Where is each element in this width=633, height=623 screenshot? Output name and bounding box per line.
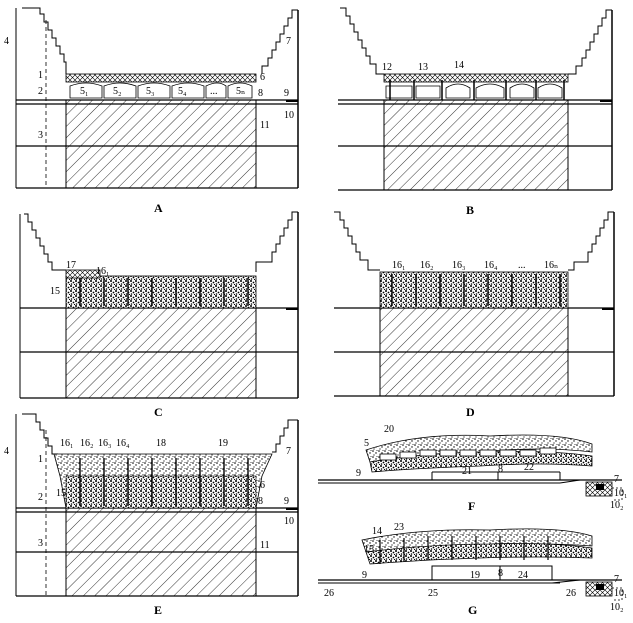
callout-e-4: 4 (4, 446, 9, 457)
panel-c: 17 16₁ 15 C (19, 211, 299, 419)
callout-f-10-1: 10₁ (614, 488, 628, 499)
callout-e-9: 9 (284, 496, 289, 507)
callout-2: 2 (38, 86, 43, 97)
callout-g-7: 7 (614, 574, 619, 585)
callout-g-24: 24 (518, 570, 528, 581)
panel-g-label: G (468, 603, 477, 617)
panel-g: 14 23 15 9 26 25 19 8 24 26 7 10₁ 10₂ G (318, 522, 628, 617)
callout-g-15: 15 (364, 544, 374, 555)
callout-5-n: 5ₙ (236, 86, 245, 97)
callout-e-2: 2 (38, 492, 43, 503)
panel-c-label: C (154, 405, 163, 419)
callout-4: 4 (4, 36, 9, 47)
callout-e-19: 19 (218, 438, 228, 449)
callout-e-7: 7 (286, 446, 291, 457)
callout-e-16-2: 16₂ (80, 438, 94, 449)
callout-e-10: 10 (284, 516, 294, 527)
callout-f-20: 20 (384, 424, 394, 435)
callout-11: 11 (260, 120, 270, 131)
callout-f-7: 7 (614, 474, 619, 485)
callout-d-16-n: 16ₙ (544, 260, 558, 271)
callout-g-26-right: 26 (566, 588, 576, 599)
callout-5-1: 5₁ (80, 86, 89, 97)
callout-17: 17 (66, 260, 76, 271)
callout-d-ellipsis: ... (518, 260, 526, 271)
callout-ellipsis: ... (210, 86, 218, 97)
callout-g-10-1: 10₁ (614, 588, 628, 599)
panel-a-label: A (154, 201, 163, 215)
callout-13: 13 (418, 62, 428, 73)
panel-a: 4 7 6 5₁ 5₂ 5₃ 5₄ ... 5ₙ 8 9 10 11 1 2 3… (4, 7, 299, 215)
panel-b: 12 13 14 B (338, 7, 613, 217)
callout-5-3: 5₃ (146, 86, 155, 97)
callout-g-19: 19 (470, 570, 480, 581)
panel-f-label: F (468, 499, 475, 513)
callout-e-18: 18 (156, 438, 166, 449)
callout-10: 10 (284, 110, 294, 121)
callout-e-15: 15 (56, 488, 66, 499)
callout-e-11: 11 (260, 540, 270, 551)
callout-15: 15 (50, 286, 60, 297)
callout-d-16-3: 16₃ (452, 260, 466, 271)
callout-g-14: 14 (372, 526, 382, 537)
callout-8: 8 (258, 88, 263, 99)
panel-e: 4 16₁ 16₂ 16₃ 16₄ 18 19 7 6 15 8 9 10 11… (4, 413, 299, 617)
callout-e-1: 1 (38, 454, 43, 465)
callout-3: 3 (38, 130, 43, 141)
callout-g-10-2: 10₂ (610, 602, 624, 613)
panel-f: 20 5 9 21 8 22 7 10₁ 10₂ F (318, 424, 628, 513)
callout-d-16-1: 16₁ (392, 260, 406, 271)
callout-g-25: 25 (428, 588, 438, 599)
callout-e-16-1: 16₁ (60, 438, 74, 449)
callout-d-16-2: 16₂ (420, 260, 434, 271)
callout-f-5: 5 (364, 438, 369, 449)
callout-f-8: 8 (498, 464, 503, 475)
callout-f-22: 22 (524, 462, 534, 473)
callout-6: 6 (260, 72, 265, 83)
panel-d-label: D (466, 405, 475, 419)
callout-7: 7 (286, 36, 291, 47)
panel-b-label: B (466, 203, 474, 217)
callout-e-8: 8 (258, 496, 263, 507)
callout-g-23: 23 (394, 522, 404, 533)
callout-g-26-left: 26 (324, 588, 334, 599)
callout-g-9: 9 (362, 570, 367, 581)
callout-e-16-3: 16₃ (98, 438, 112, 449)
callout-9: 9 (284, 88, 289, 99)
callout-f-10-2: 10₂ (610, 500, 624, 511)
callout-f-9: 9 (356, 468, 361, 479)
callout-e-16-4: 16₄ (116, 438, 130, 449)
callout-d-16-4: 16₄ (484, 260, 498, 271)
panel-d: 16₁ 16₂ 16₃ 16₄ ... 16ₙ D (334, 211, 615, 419)
callout-f-21: 21 (462, 466, 472, 477)
callout-12: 12 (382, 62, 392, 73)
callout-e-6: 6 (260, 480, 265, 491)
panel-e-label: E (154, 603, 162, 617)
callout-g-8: 8 (498, 568, 503, 579)
callout-5-2: 5₂ (113, 86, 122, 97)
callout-5-4: 5₄ (178, 86, 187, 97)
callout-16-1: 16₁ (96, 266, 110, 277)
callout-14: 14 (454, 60, 464, 71)
callout-e-3: 3 (38, 538, 43, 549)
callout-1: 1 (38, 70, 43, 81)
